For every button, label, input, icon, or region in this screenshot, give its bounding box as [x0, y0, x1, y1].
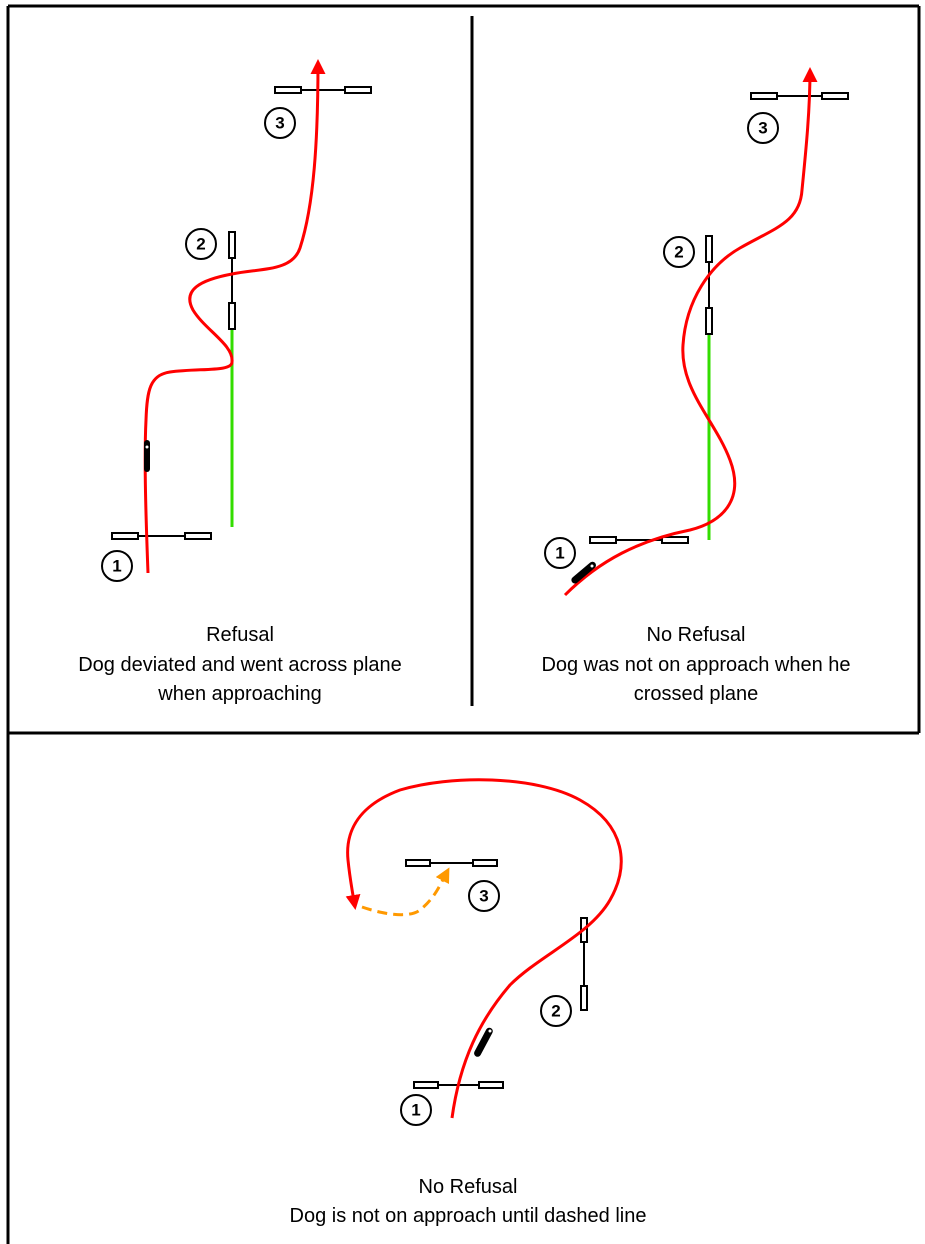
jump-3 [750, 92, 849, 100]
jump-2 [705, 235, 713, 335]
jump-2 [228, 231, 236, 330]
jump-number-2: 2 [185, 228, 217, 260]
jump-1 [111, 532, 212, 540]
jump-number-2-text: 2 [551, 1002, 560, 1021]
caption-line-2: Dog was not on approach when he [541, 654, 850, 676]
jump-number-3-text: 3 [275, 114, 284, 133]
dog-path [345, 778, 623, 1119]
jump-number-1: 1 [544, 537, 576, 569]
caption-line-2: Dog is not on approach until dashed line [290, 1205, 647, 1227]
caption-line-1: No Refusal [647, 624, 746, 646]
jump-number-1-text: 1 [555, 544, 564, 563]
panel-bottom: 1 2 3 No Refusal Dog is not on approach … [290, 778, 647, 1227]
caption-line-1: Refusal [206, 624, 274, 646]
jump-number-2-text: 2 [674, 243, 683, 262]
panel-top-left: 1 2 3 Refusal Dog deviated and went acro… [78, 59, 402, 705]
jump-number-3: 3 [747, 112, 779, 144]
caption-line-3: when approaching [157, 683, 321, 705]
jump-number-1-text: 1 [112, 557, 121, 576]
jump-number-1-text: 1 [411, 1101, 420, 1120]
approach-dashed-line [361, 867, 450, 917]
caption-line-1: No Refusal [419, 1176, 518, 1198]
jump-number-2: 2 [540, 995, 572, 1027]
jump-3 [405, 859, 498, 867]
dog-icon [571, 561, 596, 584]
dog-icon [474, 1027, 493, 1057]
jump-number-3-text: 3 [758, 119, 767, 138]
dog-icon [144, 440, 150, 472]
jump-number-3: 3 [468, 880, 500, 912]
jump-3 [274, 86, 372, 94]
jump-1 [589, 536, 689, 544]
dog-path [143, 59, 326, 574]
caption-line-2: Dog deviated and went across plane [78, 654, 402, 676]
jump-number-3-text: 3 [479, 887, 488, 906]
jump-number-2: 2 [663, 236, 695, 268]
jump-number-2-text: 2 [196, 235, 205, 254]
panel-top-right: 1 2 3 No Refusal Dog was not on approach… [541, 67, 851, 705]
jump-number-3: 3 [264, 107, 296, 139]
caption-line-3: crossed plane [634, 683, 759, 705]
jump-number-1: 1 [400, 1094, 432, 1126]
dog-path [563, 67, 818, 597]
frame [6, 4, 921, 1244]
jump-number-1: 1 [101, 550, 133, 582]
